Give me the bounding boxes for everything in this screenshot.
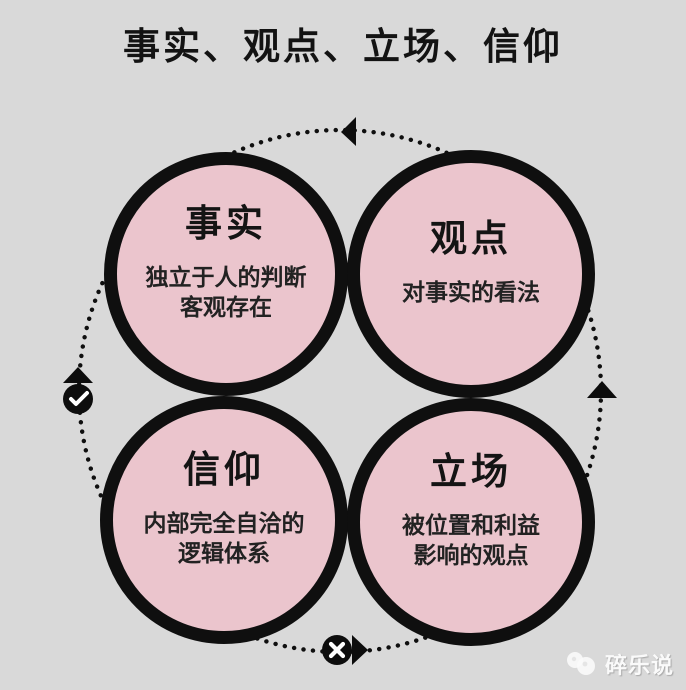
circle-description-line: 内部完全自洽的 xyxy=(143,509,305,537)
bottom-arrow-right-icon xyxy=(352,635,368,665)
circle-description-line: 影响的观点 xyxy=(413,542,529,569)
circle-description-line: 被位置和利益 xyxy=(402,511,540,539)
check-badge xyxy=(63,384,93,414)
check-badge-circle xyxy=(63,384,93,414)
left-arrow-up-icon xyxy=(63,367,93,383)
circle-description-line: 客观存在 xyxy=(180,294,272,321)
circle-description-line: 逻辑体系 xyxy=(178,540,270,567)
page-title: 事实、观点、立场、信仰 xyxy=(123,24,563,68)
watermark: 碎乐说 xyxy=(565,648,674,680)
circle-positions: 立场 被位置和利益 影响的观点 xyxy=(347,398,595,646)
circle-positions-content: 立场 被位置和利益 影响的观点 xyxy=(402,441,540,572)
check-icon xyxy=(69,391,89,406)
watermark-logo-icon xyxy=(566,652,595,675)
watermark-text: 碎乐说 xyxy=(604,653,674,679)
circle-beliefs-content: 信仰 内部完全自洽的 逻辑体系 xyxy=(144,439,305,570)
right-arrow-up-icon xyxy=(587,381,617,398)
cross-icon xyxy=(328,641,346,659)
circle-description-line: 对事实的看法 xyxy=(402,278,540,306)
circle-title: 观点 xyxy=(430,215,512,260)
cross-badge xyxy=(322,635,352,665)
circle-opinions-content: 观点 对事实的看法 xyxy=(402,208,540,308)
circle-description-line: 独立于人的判断 xyxy=(145,263,307,291)
circle-beliefs: 信仰 内部完全自洽的 逻辑体系 xyxy=(100,396,348,644)
circle-title: 立场 xyxy=(430,448,512,493)
circle-facts-content: 事实 独立于人的判断 客观存在 xyxy=(146,193,307,324)
top-arrow-left-icon xyxy=(341,117,356,146)
circle-opinions: 观点 对事实的看法 xyxy=(347,150,595,398)
circle-facts: 事实 独立于人的判断 客观存在 xyxy=(104,152,348,396)
circle-title: 事实 xyxy=(185,200,267,245)
circle-title: 信仰 xyxy=(183,446,265,491)
